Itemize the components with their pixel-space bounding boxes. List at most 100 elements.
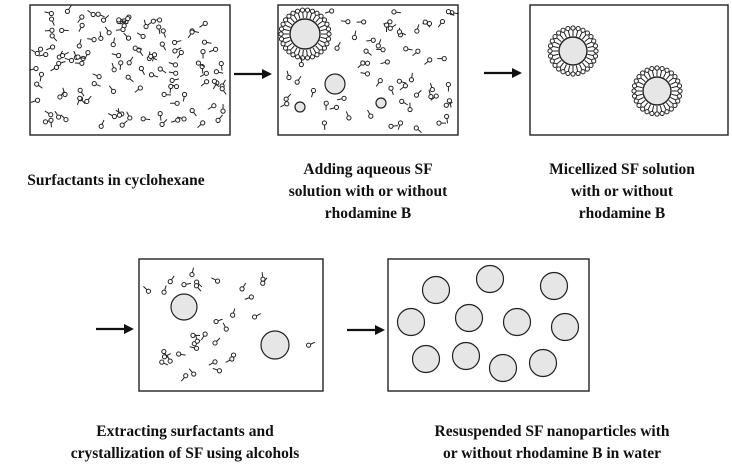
surfactant [134, 85, 143, 93]
surfactant [168, 62, 179, 68]
surfactant [408, 72, 415, 83]
surfactant [92, 73, 102, 80]
surfactant [188, 368, 197, 377]
surfactant [208, 359, 218, 366]
sf-nanoparticles [396, 264, 580, 383]
sf-nanoparticle [539, 271, 569, 301]
surfactant [213, 318, 223, 325]
surfactant [115, 26, 126, 33]
surfactant [280, 101, 290, 108]
surfactant [286, 70, 292, 81]
surfactant [345, 111, 352, 121]
surfactant [298, 57, 304, 68]
surfactant [98, 119, 105, 129]
surfactant [375, 78, 383, 87]
surfactant [49, 33, 58, 42]
surfactant [321, 120, 328, 130]
surfactant [111, 52, 122, 59]
surfactant [239, 282, 247, 292]
sf-droplet [260, 330, 290, 360]
surfactant [445, 9, 455, 16]
surfactant [44, 10, 54, 17]
surfactant [211, 78, 220, 88]
surfactant [181, 91, 188, 102]
surfactant [77, 14, 85, 23]
surfactant [148, 72, 159, 78]
surfactant [156, 24, 162, 35]
surfactant [111, 62, 117, 73]
surfactant [384, 22, 390, 33]
sf-micelle [278, 7, 332, 61]
surfactant [337, 95, 347, 101]
surfactant [200, 49, 206, 59]
panel-extracting [138, 258, 324, 392]
surfactant [159, 119, 168, 127]
surfactant [126, 111, 133, 121]
panel-micellized [529, 4, 729, 136]
caption-line: Micellized SF solution [549, 161, 695, 178]
surfactant [78, 22, 85, 32]
surfactant [366, 37, 376, 43]
surfactant [168, 83, 174, 94]
surfactant [38, 71, 45, 82]
surfactant [443, 101, 453, 108]
surfactant [177, 116, 187, 122]
sf-nanoparticle [488, 353, 518, 383]
sf-nanoparticle [411, 344, 441, 374]
sf-droplets [294, 73, 387, 113]
caption-line: Resuspended SF nanoparticles with [434, 423, 670, 440]
surfactant [60, 114, 69, 123]
surfactant [428, 89, 434, 100]
surfactant [161, 285, 167, 295]
surfactant [446, 98, 452, 108]
sf-droplet [324, 73, 346, 95]
surfactant [396, 78, 407, 84]
sf-nanoparticle [550, 312, 580, 342]
surfactant [429, 82, 435, 93]
surfactant [329, 104, 340, 110]
sf-nanoparticle [396, 307, 426, 337]
surfactant [160, 28, 166, 38]
surfactant [208, 46, 219, 53]
surfactant [77, 87, 85, 97]
surfactant [396, 29, 406, 36]
caption-step-4: Extracting surfactants and crystallizati… [20, 421, 350, 465]
surfactant [388, 85, 394, 96]
surfactant [424, 57, 433, 65]
surfactant [157, 111, 163, 121]
caption-line: or without rhodamine B in water [442, 445, 661, 462]
surfactant [199, 20, 208, 28]
arrow-2 [484, 68, 522, 78]
surfactant [388, 123, 399, 129]
surfactant [170, 100, 180, 106]
surfactant [98, 31, 104, 41]
surfactant [218, 60, 224, 71]
surfactant [225, 356, 235, 363]
caption-step-1: Surfactants in cyclohexane [0, 170, 232, 192]
caption-line: Extracting surfactants and [96, 423, 274, 440]
surfactant-molecules [143, 267, 316, 382]
surfactant [159, 359, 169, 366]
surfactant [194, 334, 200, 344]
surfactant [422, 19, 431, 28]
surfactant [64, 5, 72, 14]
surfactant [399, 98, 409, 106]
surfactant [187, 29, 195, 39]
surfactant [244, 294, 254, 300]
surfactant [437, 18, 446, 28]
surfactant [356, 19, 367, 25]
sf-droplet [294, 101, 306, 113]
surfactant [200, 79, 210, 87]
surfactant [119, 120, 128, 128]
surfactant [87, 9, 96, 18]
surfactant [140, 116, 151, 122]
surfactant [283, 93, 292, 102]
micelle [631, 65, 683, 117]
surfactant [118, 60, 124, 70]
surfactant [260, 272, 266, 282]
sf-droplets [170, 293, 290, 360]
surfactant [54, 110, 62, 120]
surfactant [34, 81, 43, 89]
surfactant [56, 60, 66, 67]
surfactant [176, 351, 186, 357]
